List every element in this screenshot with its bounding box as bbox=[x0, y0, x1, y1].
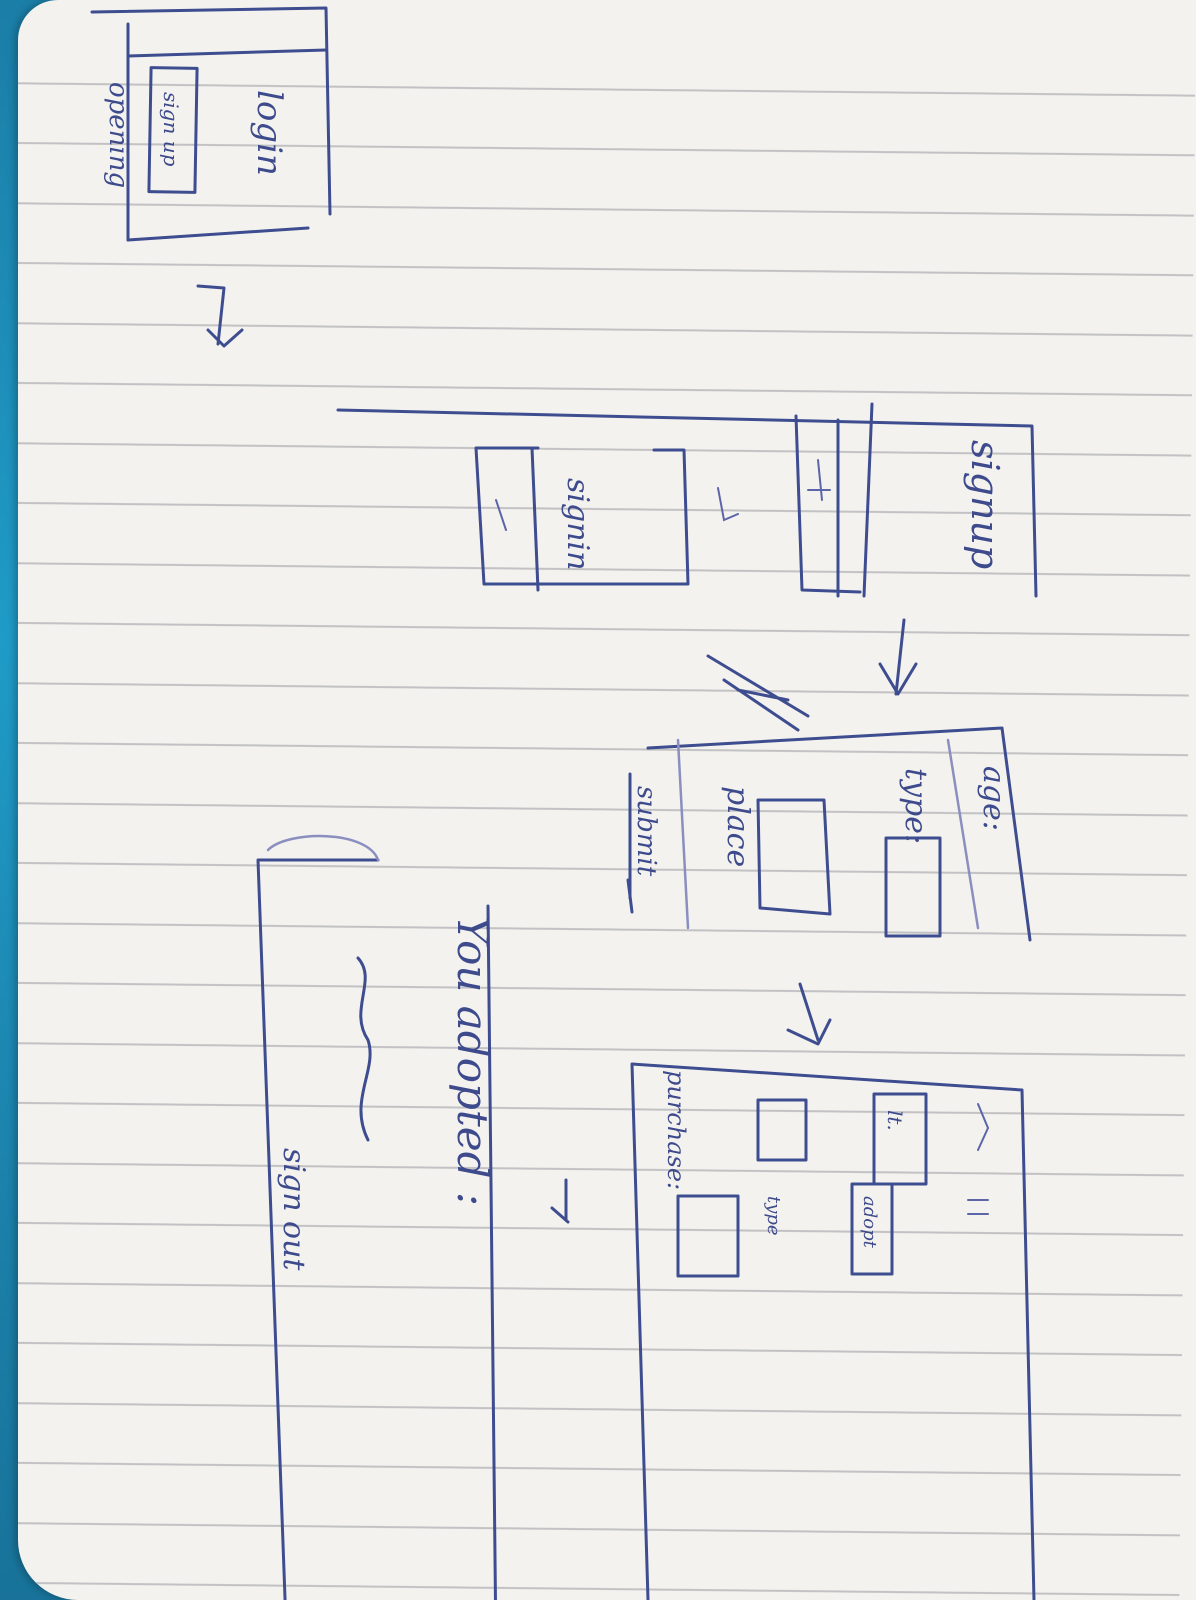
signout-label: sign out bbox=[276, 1148, 311, 1271]
opening-caption: opening bbox=[103, 82, 133, 188]
results-button-2 bbox=[850, 1182, 894, 1276]
results-button-1-label: lt. bbox=[883, 1110, 907, 1131]
form-type-input bbox=[884, 836, 942, 938]
results-button-2-label: adopt bbox=[859, 1196, 880, 1249]
signup-button-sketch bbox=[147, 66, 199, 194]
signup-screen-sketch: signup signin bbox=[336, 402, 1038, 598]
form-type-label: type: bbox=[898, 768, 933, 844]
signin-subscreen-title: signin bbox=[560, 478, 595, 570]
form-place-box bbox=[756, 798, 832, 916]
login-screen-sketch: login sign up opening bbox=[90, 6, 332, 242]
flow-arrow-4 bbox=[550, 1178, 570, 1224]
notebook-page: login sign up opening signup bbox=[18, 0, 1196, 1600]
final-screen-sketch: You adopted : sign out bbox=[256, 834, 497, 1600]
flow-arrow-3 bbox=[786, 982, 832, 1046]
results-type-label: type bbox=[763, 1196, 784, 1236]
signup-title: signup bbox=[963, 440, 1007, 569]
results-small-box bbox=[756, 1098, 808, 1162]
form-screen-sketch: age: type: place submit bbox=[626, 726, 1032, 942]
flow-arrow-2 bbox=[878, 618, 918, 696]
flow-arrow-1 bbox=[196, 284, 244, 348]
form-age-label: age: bbox=[976, 766, 1011, 831]
form-place-label: place bbox=[720, 786, 755, 867]
login-title: login bbox=[249, 90, 289, 176]
final-message: You adopted : bbox=[448, 916, 497, 1206]
results-screen-sketch: lt. adopt purchase: type bbox=[630, 1062, 1036, 1600]
signup-button-label: sign up bbox=[159, 92, 183, 167]
final-squiggle bbox=[356, 956, 372, 1142]
wireframe-sketch: login sign up opening signup bbox=[90, 6, 1038, 1600]
form-submit-label: submit bbox=[631, 786, 661, 877]
results-button-1 bbox=[872, 1092, 928, 1186]
flow-arrow-2b bbox=[706, 654, 810, 732]
results-purchase-label: purchase: bbox=[662, 1070, 690, 1190]
results-type-box bbox=[676, 1194, 740, 1278]
